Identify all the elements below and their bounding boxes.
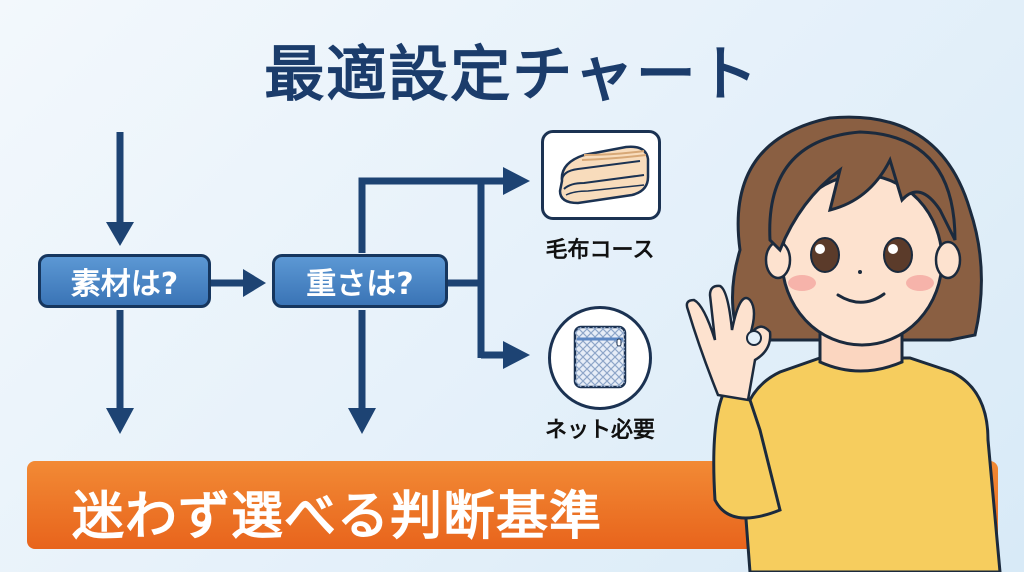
question-box-weight: 重さは?	[272, 254, 448, 308]
smile	[836, 292, 886, 304]
page-title: 最適設定チャート	[264, 40, 760, 110]
left-eye	[810, 237, 840, 273]
banner-text: 迷わず選べる判断基準	[72, 487, 603, 547]
right-eye	[883, 237, 913, 273]
outcome-label-net: ネット必要	[544, 418, 655, 443]
woman-character	[685, 115, 1002, 572]
net-circle	[548, 306, 652, 410]
question-label: 素材は?	[70, 267, 179, 302]
question-box-material: 素材は?	[38, 254, 211, 308]
hair-bangs	[768, 130, 957, 253]
question-label: 重さは?	[306, 267, 414, 302]
raised-arm	[712, 388, 782, 520]
folded-blanket-icon	[558, 145, 650, 205]
outcome-label-blanket: 毛布コース	[545, 238, 655, 263]
sweater	[738, 356, 1002, 572]
laundry-net-icon	[573, 325, 627, 389]
ok-hand	[685, 284, 772, 402]
blanket-card	[541, 130, 661, 220]
